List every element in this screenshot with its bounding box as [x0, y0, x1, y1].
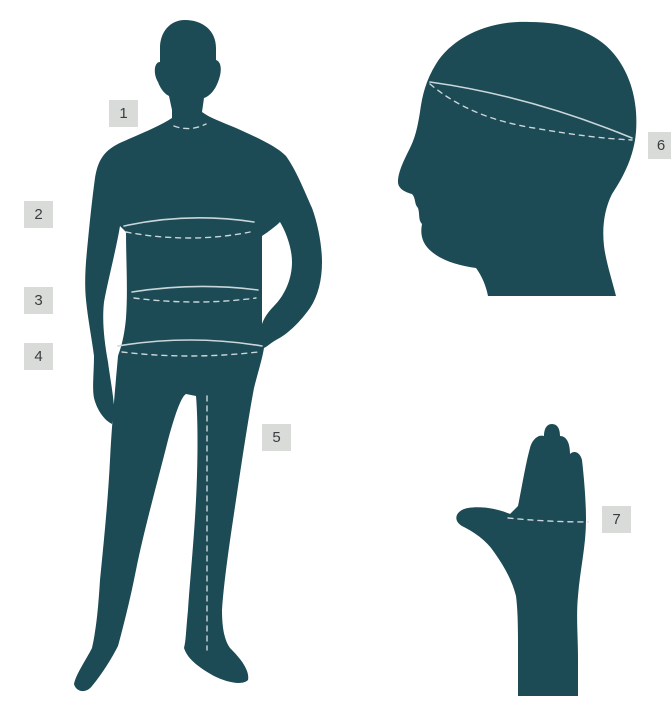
hand-silhouette — [456, 424, 586, 696]
measure-marker-chest: 2 — [24, 201, 53, 228]
measure-marker-waist: 3 — [24, 287, 53, 314]
measure-marker-hips: 4 — [24, 343, 53, 370]
marker-label: 7 — [612, 511, 620, 528]
marker-label: 5 — [272, 429, 280, 446]
marker-label: 3 — [34, 292, 42, 309]
measure-marker-inseam: 5 — [262, 424, 291, 451]
measure-marker-neck: 1 — [109, 100, 138, 127]
hand-figure — [456, 424, 588, 696]
head-figure — [398, 22, 636, 296]
measure-marker-hand: 7 — [602, 506, 631, 533]
marker-label: 4 — [34, 348, 42, 365]
measure-marker-head: 6 — [648, 132, 671, 159]
marker-label: 2 — [34, 206, 42, 223]
head-silhouette — [398, 22, 636, 296]
marker-label: 6 — [657, 137, 665, 154]
marker-label: 1 — [119, 105, 127, 122]
